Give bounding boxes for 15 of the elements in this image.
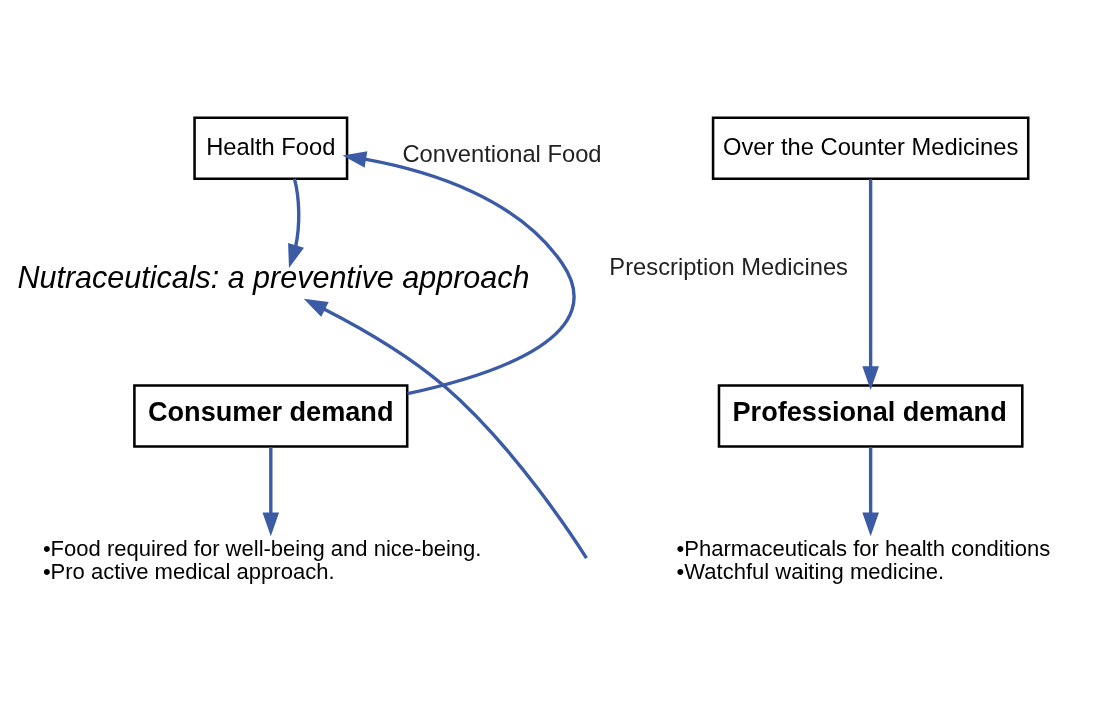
arrow bbox=[262, 446, 280, 536]
node-box: Professional demand bbox=[717, 383, 1024, 448]
node-text: •Pharmaceuticals for health conditions •Watchful waiting medicine. bbox=[676, 535, 1051, 584]
node-text: •Food required for well-being and nice-being. •Pro active medical approach. bbox=[42, 535, 482, 584]
edge-label: Prescription Medicines bbox=[609, 253, 848, 280]
node-box: Consumer demand bbox=[133, 383, 409, 448]
arrow bbox=[342, 150, 576, 395]
arrow bbox=[862, 178, 879, 390]
node-box: Health Food bbox=[193, 116, 349, 180]
arrow bbox=[862, 446, 879, 536]
node-box: Over the Counter Medicines bbox=[711, 116, 1030, 180]
arrow bbox=[288, 178, 304, 268]
edge-label: Conventional Food bbox=[402, 140, 602, 167]
node-text: Nutraceuticals: a preventive approach bbox=[17, 259, 530, 294]
arrow bbox=[303, 298, 588, 559]
